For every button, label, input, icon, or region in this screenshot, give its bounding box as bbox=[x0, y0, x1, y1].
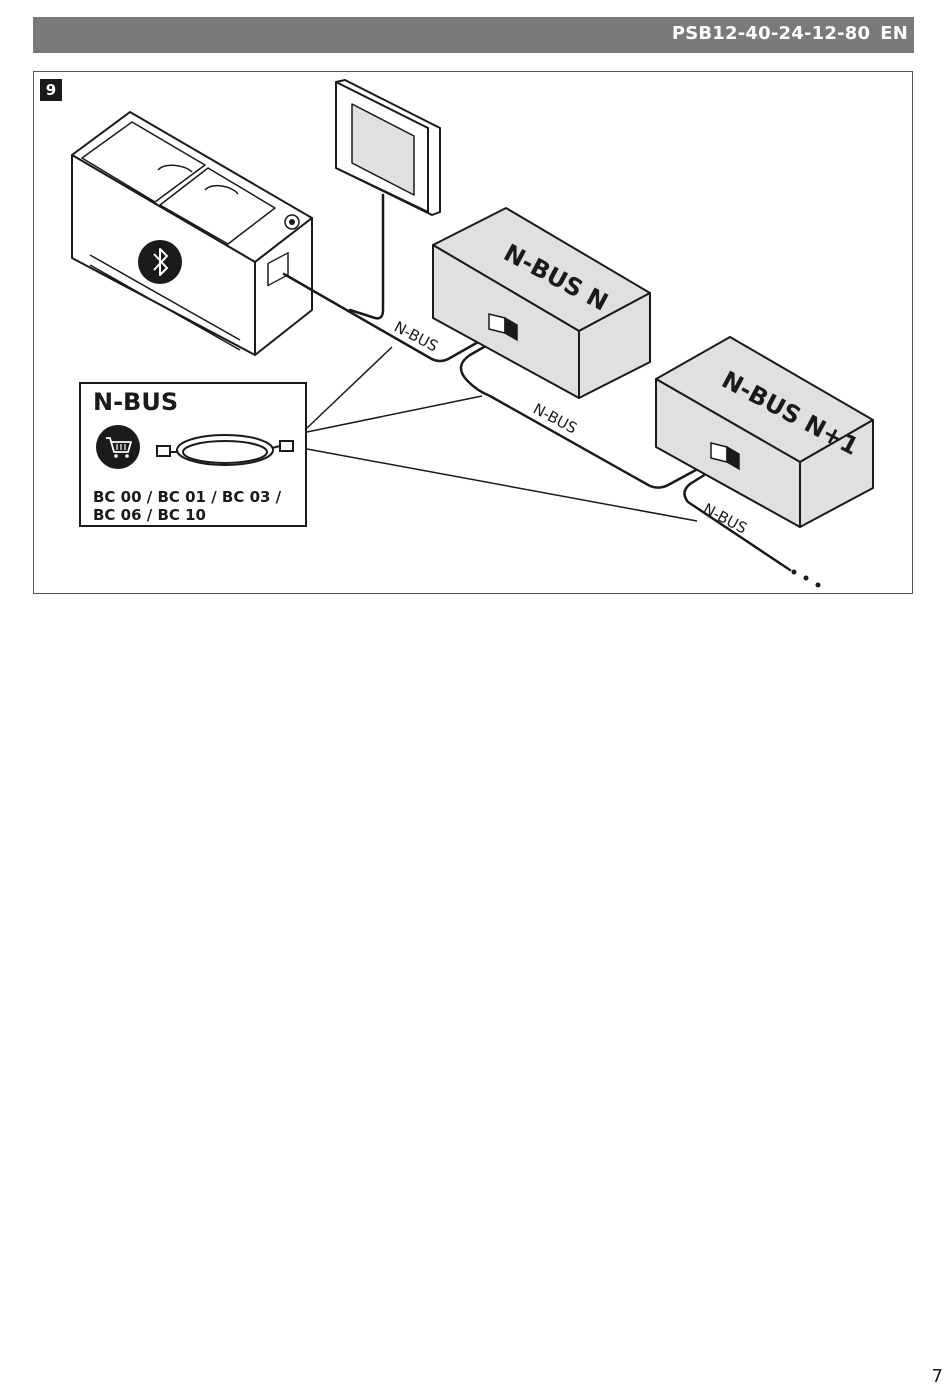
model-number: PSB12-40-24-12-80 bbox=[671, 23, 871, 44]
accessory-box: N-BUS BC 00 / BC 01 / BC 03 / BC 06 / BC… bbox=[79, 382, 307, 527]
device-n bbox=[432, 207, 651, 399]
language-code: EN bbox=[880, 23, 908, 44]
page-number: 7 bbox=[931, 1366, 943, 1387]
accessory-title: N-BUS bbox=[93, 388, 178, 416]
bus-cables bbox=[282, 193, 792, 572]
battery bbox=[71, 111, 313, 356]
header-title: PSB12-40-24-12-80 EN bbox=[672, 23, 908, 44]
cable-icon bbox=[156, 434, 294, 466]
bus-cable-label: N-BUS bbox=[700, 500, 750, 538]
device-n-port bbox=[488, 313, 518, 342]
accessory-codes: BC 00 / BC 01 / BC 03 / bbox=[93, 488, 282, 506]
figure-frame bbox=[33, 71, 913, 594]
callout-lines bbox=[306, 346, 698, 522]
display-panel bbox=[335, 79, 441, 216]
bluetooth-icon bbox=[138, 240, 182, 284]
device-n1-port bbox=[710, 442, 740, 471]
accessory-codes: BC 06 / BC 10 bbox=[93, 506, 206, 524]
header-bar: PSB12-40-24-12-80 EN bbox=[33, 17, 914, 53]
figure-number: 9 bbox=[40, 79, 62, 101]
connection-diagram: N-BUS N N-BUS N+1 N-BUS N-BUS N-BUS N-BU… bbox=[71, 79, 874, 588]
continuation-dots bbox=[791, 569, 821, 588]
shopping-cart-icon bbox=[96, 425, 140, 469]
